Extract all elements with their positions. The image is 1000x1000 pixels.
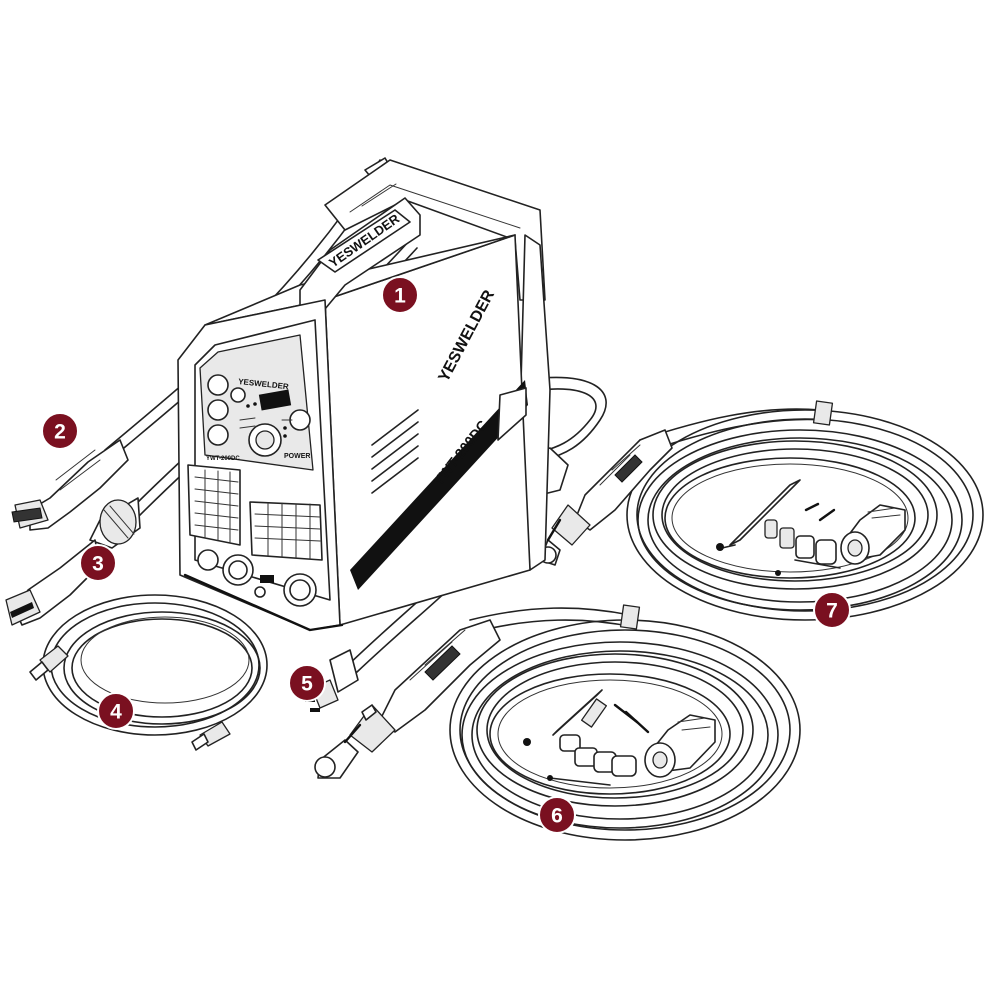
torch-a-consumables	[523, 689, 650, 786]
callout-5: 5	[288, 664, 326, 702]
tig-torch-a	[314, 604, 801, 841]
torch-a-hose-lead	[469, 604, 641, 633]
torch-b-handle	[539, 429, 673, 566]
callout-4-number: 4	[110, 701, 122, 724]
gas-hose	[29, 594, 268, 751]
callout-2: 2	[41, 412, 79, 450]
torch-a-handle	[314, 619, 501, 779]
callout-3-badge	[79, 544, 117, 582]
callout-3: 3	[79, 544, 117, 582]
callout-1-badge	[381, 276, 419, 314]
callout-7: 7	[813, 591, 851, 629]
torch-b-consumables	[716, 479, 841, 576]
callout-6: 6	[538, 796, 576, 834]
callout-4-badge	[97, 692, 135, 730]
callout-3-number: 3	[92, 553, 104, 576]
side-vents	[371, 409, 419, 494]
torch-a-connector	[644, 714, 716, 778]
callout-6-number: 6	[551, 805, 563, 828]
callout-4: 4	[97, 692, 135, 730]
panel-model-text: YWT-200DC	[206, 456, 240, 462]
torch-b-connector	[840, 504, 906, 565]
callout-7-number: 7	[826, 600, 838, 623]
callout-2-badge	[41, 412, 79, 450]
control-panel: YESWELDER YWT-200DC POWER	[206, 374, 311, 462]
torch-a-hose-coils	[449, 619, 801, 841]
callout-2-number: 2	[54, 421, 66, 444]
welding-machine: YESWELDER YESWELDER YWT-200DC	[177, 159, 551, 632]
callout-6-badge	[538, 796, 576, 834]
callout-5-badge	[288, 664, 326, 702]
panel-power-text: POWER	[284, 453, 310, 460]
front-sockets	[197, 549, 317, 607]
tig-torch-b	[539, 400, 984, 621]
callout-1: 1	[381, 276, 419, 314]
callout-5-number: 5	[301, 673, 313, 696]
callout-7-badge	[813, 591, 851, 629]
callout-1-number: 1	[394, 285, 406, 308]
front-grille	[187, 464, 323, 561]
